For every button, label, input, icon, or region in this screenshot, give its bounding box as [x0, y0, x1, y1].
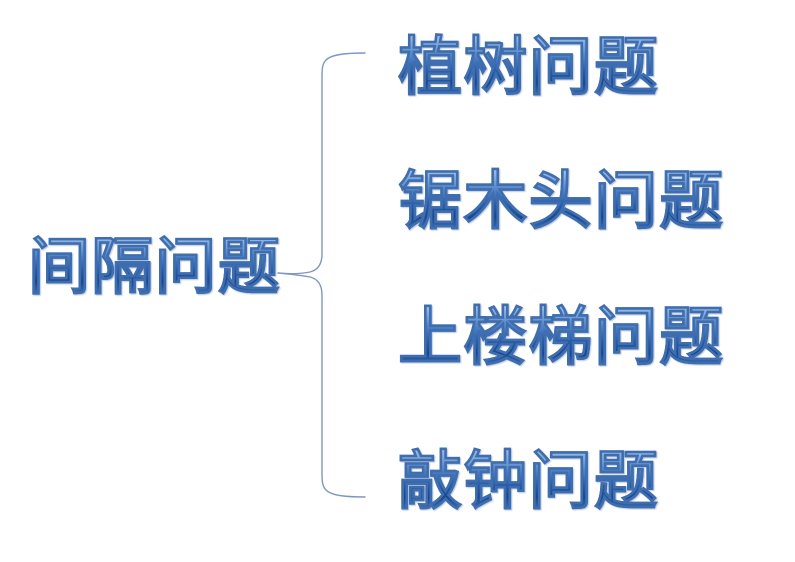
root-label-interval-problem: 间隔问题 [28, 230, 281, 303]
branch-label-tree-planting: 植树问题 [398, 30, 660, 105]
branch-label-sawing-wood: 锯木头问题 [398, 164, 725, 239]
branch-label-climbing-stairs: 上楼梯问题 [398, 300, 725, 375]
curly-brace-icon [277, 52, 366, 498]
branch-label-bell-ringing: 敲钟问题 [398, 444, 660, 519]
curly-brace [270, 40, 380, 510]
